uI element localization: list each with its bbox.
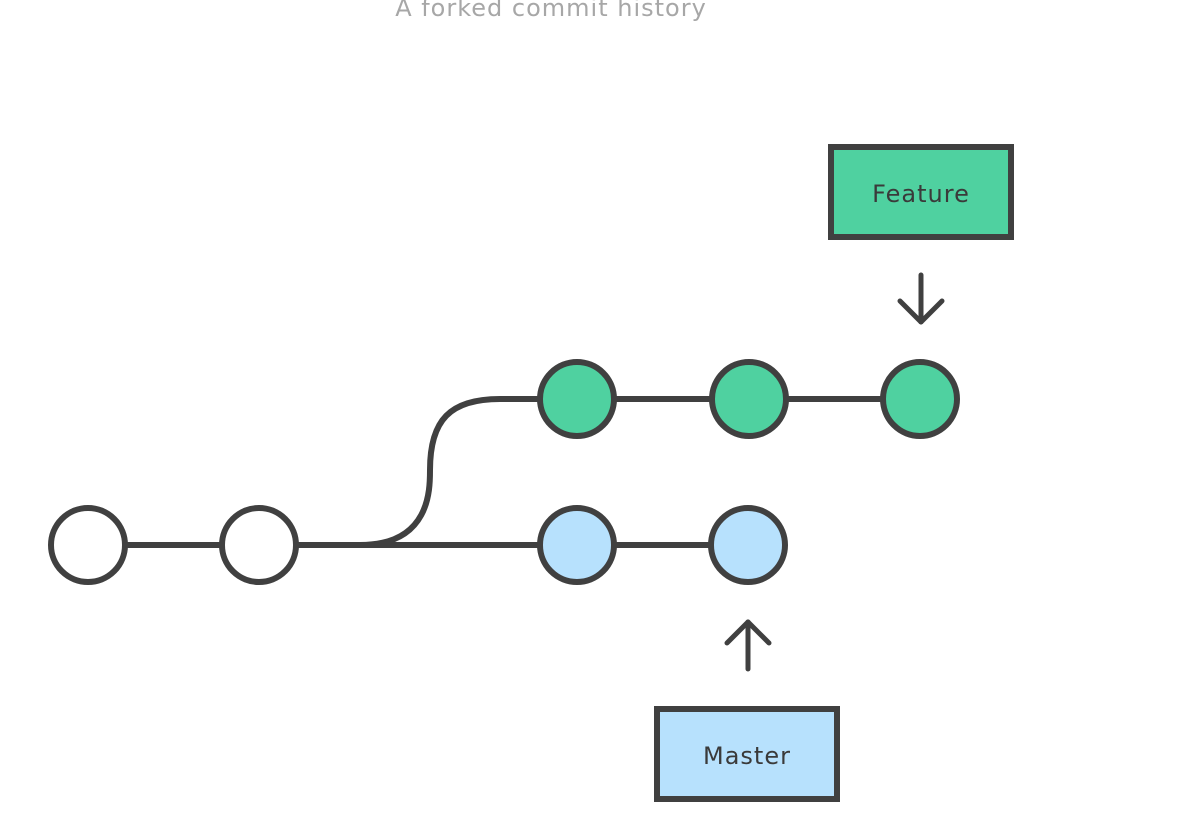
feature-label-box bbox=[828, 144, 1014, 240]
master-commit-2 bbox=[708, 505, 788, 585]
fork-curve bbox=[330, 396, 920, 548]
feature-pointer: Feature bbox=[828, 144, 1014, 325]
master-commit-1 bbox=[537, 505, 617, 585]
feature-commit-3 bbox=[880, 359, 960, 439]
feature-commit-2 bbox=[709, 359, 789, 439]
master-label: Master bbox=[703, 742, 791, 770]
master-pointer: Master bbox=[654, 619, 840, 802]
arrow-down-icon bbox=[897, 272, 945, 325]
feature-commit-1 bbox=[537, 359, 617, 439]
base-commit-1 bbox=[48, 505, 128, 585]
feature-label: Feature bbox=[872, 180, 970, 208]
branch-edges bbox=[88, 396, 920, 548]
commit-nodes bbox=[48, 359, 960, 585]
arrow-up-icon bbox=[724, 619, 772, 672]
master-label-box bbox=[654, 706, 840, 802]
diagram-caption: A forked commit history bbox=[395, 0, 707, 22]
base-commit-2 bbox=[219, 505, 299, 585]
